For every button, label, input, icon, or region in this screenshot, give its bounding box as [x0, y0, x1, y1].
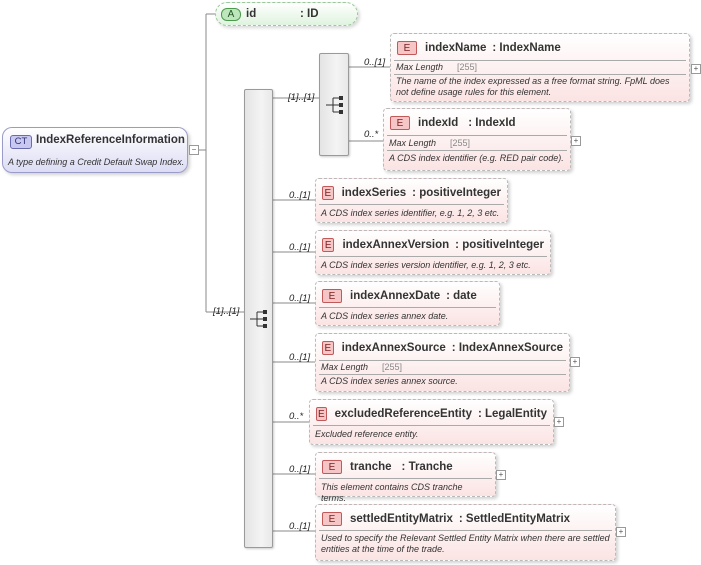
element-cardinality: 0..[1]	[364, 57, 386, 68]
element-node-indexId[interactable]: E indexId : IndexId Max Length [255] A CD…	[383, 108, 571, 171]
expand-icon[interactable]: +	[571, 136, 581, 146]
sequence-icon	[326, 96, 343, 114]
element-doc: A CDS index series version identifier, e…	[321, 260, 531, 270]
element-node-indexAnnexSource[interactable]: E indexAnnexSource : IndexAnnexSource Ma…	[315, 333, 570, 392]
element-type: : IndexId	[468, 117, 516, 129]
element-badge: E	[390, 116, 410, 130]
inner-sequence-compositor[interactable]	[319, 53, 349, 156]
facet-value: [255]	[457, 62, 478, 72]
element-name: indexAnnexDate	[350, 290, 441, 302]
element-node-excludedReferenceEntity[interactable]: E excludedReferenceEntity : LegalEntity …	[309, 399, 554, 445]
element-cardinality: 0..[1]	[289, 190, 311, 201]
complex-type-name: IndexReferenceInformation	[36, 134, 185, 146]
element-cardinality: 0..[1]	[289, 293, 311, 304]
expand-icon[interactable]: +	[570, 357, 580, 367]
element-node-indexName[interactable]: E indexName : IndexName Max Length[255] …	[390, 33, 690, 102]
attribute-name: id	[246, 8, 257, 20]
facet-value: [255]	[382, 362, 403, 372]
element-badge: E	[316, 407, 327, 421]
element-name: excludedReferenceEntity	[334, 408, 472, 420]
complex-type-node[interactable]: CT IndexReferenceInformation A type defi…	[2, 127, 188, 173]
attribute-badge: A	[221, 8, 241, 21]
element-doc: This element contains CDS tranche terms.	[321, 482, 463, 503]
element-name: indexId	[418, 117, 459, 129]
attribute-node-id[interactable]: A id : ID	[215, 2, 358, 26]
element-name: indexName	[425, 42, 487, 54]
element-type: : date	[446, 290, 477, 302]
element-doc: A CDS index identifier (e.g. RED pair co…	[389, 153, 564, 163]
element-cardinality: 0..[1]	[289, 521, 311, 532]
element-doc: A CDS index series identifier, e.g. 1, 2…	[321, 208, 500, 218]
expand-icon[interactable]: +	[691, 64, 701, 74]
element-doc: A CDS index series annex date.	[321, 311, 449, 321]
facet-value: [255]	[450, 138, 471, 148]
element-name: indexAnnexSource	[341, 342, 446, 354]
element-type: : IndexAnnexSource	[451, 342, 563, 354]
complex-type-badge: CT	[10, 135, 32, 149]
outer-sequence-compositor[interactable]	[244, 89, 273, 548]
element-doc: Used to specify the Relevant Settled Ent…	[321, 533, 610, 554]
complex-type-doc: A type defining a Credit Default Swap In…	[8, 157, 185, 167]
element-node-indexAnnexVersion[interactable]: E indexAnnexVersion : positiveInteger A …	[315, 230, 551, 275]
facet-label: Max Length	[389, 138, 437, 148]
element-type: : Tranche	[401, 461, 453, 473]
outer-sequence-cardinality: [1]..[1]	[213, 306, 240, 317]
element-type: : IndexName	[492, 42, 561, 54]
element-cardinality: 0..[1]	[289, 352, 311, 363]
expand-icon[interactable]: +	[616, 527, 626, 537]
element-badge: E	[322, 186, 334, 200]
element-name: indexSeries	[341, 187, 407, 199]
inner-sequence-cardinality: [1]..[1]	[288, 92, 315, 103]
element-name: indexAnnexVersion	[342, 239, 450, 251]
expand-icon[interactable]: +	[554, 417, 564, 427]
facet-label: Max Length	[396, 62, 444, 72]
element-type: : positiveInteger	[455, 239, 544, 251]
element-type: : positiveInteger	[412, 187, 501, 199]
element-node-indexSeries[interactable]: E indexSeries : positiveInteger A CDS in…	[315, 178, 508, 223]
facet-label: Max Length	[321, 362, 369, 372]
element-badge: E	[322, 341, 334, 355]
element-doc: A CDS index series annex source.	[321, 376, 458, 386]
element-node-indexAnnexDate[interactable]: E indexAnnexDate : date A CDS index seri…	[315, 281, 500, 326]
element-doc: The name of the index expressed as a fre…	[396, 76, 670, 97]
element-name: settledEntityMatrix	[350, 513, 453, 525]
element-badge: E	[322, 238, 335, 252]
sequence-icon	[250, 310, 267, 328]
collapse-icon[interactable]: −	[189, 145, 199, 155]
element-badge: E	[397, 41, 417, 55]
attribute-type: : ID	[300, 8, 319, 20]
expand-icon[interactable]: +	[496, 470, 506, 480]
element-node-tranche[interactable]: E tranche : Tranche This element contain…	[315, 452, 496, 503]
element-badge: E	[322, 512, 342, 526]
element-node-settledEntityMatrix[interactable]: E settledEntityMatrix : SettledEntityMat…	[315, 504, 616, 561]
element-cardinality: 0..*	[289, 411, 304, 422]
element-cardinality: 0..[1]	[289, 464, 311, 475]
element-badge: E	[322, 460, 342, 474]
element-badge: E	[322, 289, 342, 303]
element-doc: Excluded reference entity.	[315, 429, 419, 439]
element-name: tranche	[350, 461, 392, 473]
element-type: : LegalEntity	[477, 408, 547, 420]
element-cardinality: 0..[1]	[289, 242, 311, 253]
element-cardinality: 0..*	[364, 129, 379, 140]
element-type: : SettledEntityMatrix	[458, 513, 571, 525]
